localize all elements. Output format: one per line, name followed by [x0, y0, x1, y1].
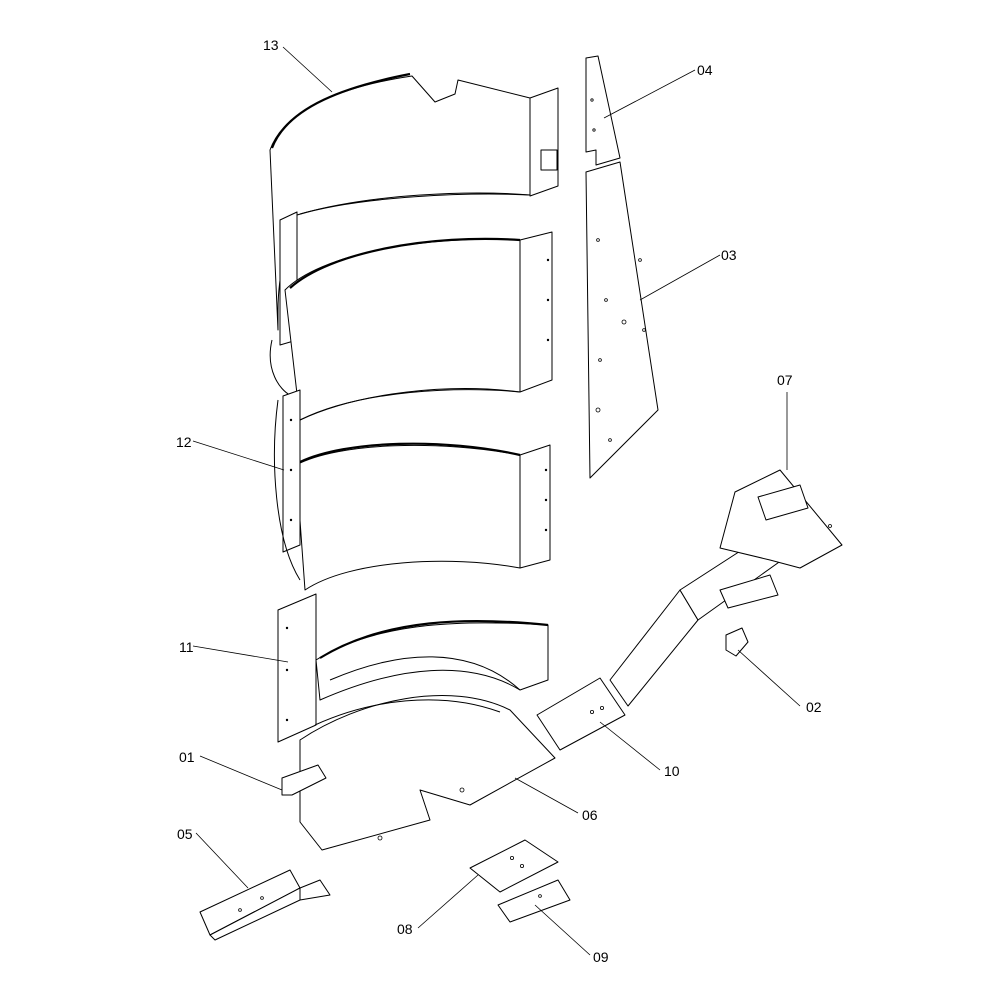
part-02-clip — [725, 627, 749, 657]
leader-11 — [192, 645, 289, 663]
callout-04: 04 — [697, 62, 713, 78]
part-06-bottom-plate — [299, 695, 556, 851]
leader-05 — [195, 832, 249, 889]
callout-10: 10 — [664, 763, 680, 779]
leader-12 — [192, 440, 285, 471]
leader-09 — [534, 904, 591, 956]
part-09-bracket — [497, 879, 571, 923]
callout-09: 09 — [593, 949, 609, 965]
leader-02 — [737, 649, 801, 707]
leader-13 — [282, 46, 333, 93]
callout-12: 12 — [176, 434, 192, 450]
part-ring-4 — [315, 619, 549, 701]
leader-06 — [514, 777, 579, 814]
callout-03: 03 — [721, 247, 737, 263]
callout-07: 07 — [777, 372, 793, 388]
part-08-bracket — [469, 839, 559, 893]
part-04-upper-strip — [585, 55, 621, 166]
callout-08: 08 — [397, 921, 413, 937]
callout-11: 11 — [179, 639, 194, 655]
part-12-left-strip — [269, 339, 301, 581]
callout-13: 13 — [263, 37, 279, 53]
part-10-plate — [536, 677, 626, 751]
part-ring-3 — [295, 442, 551, 591]
leader-01 — [199, 755, 283, 791]
callout-02: 02 — [806, 699, 822, 715]
leader-08 — [417, 874, 479, 929]
leader-04 — [603, 69, 696, 119]
part-05-channel — [199, 869, 331, 941]
part-01-small-bracket — [281, 764, 327, 796]
callout-05: 05 — [177, 826, 193, 842]
part-07-duct — [609, 469, 843, 707]
leader-03 — [639, 254, 721, 301]
callout-06: 06 — [582, 807, 598, 823]
part-ring-2 — [284, 231, 553, 421]
callout-01: 01 — [179, 749, 195, 765]
part-11-lower-strip — [277, 593, 317, 743]
part-03-side-panel — [585, 161, 659, 479]
leader-10 — [599, 721, 661, 771]
